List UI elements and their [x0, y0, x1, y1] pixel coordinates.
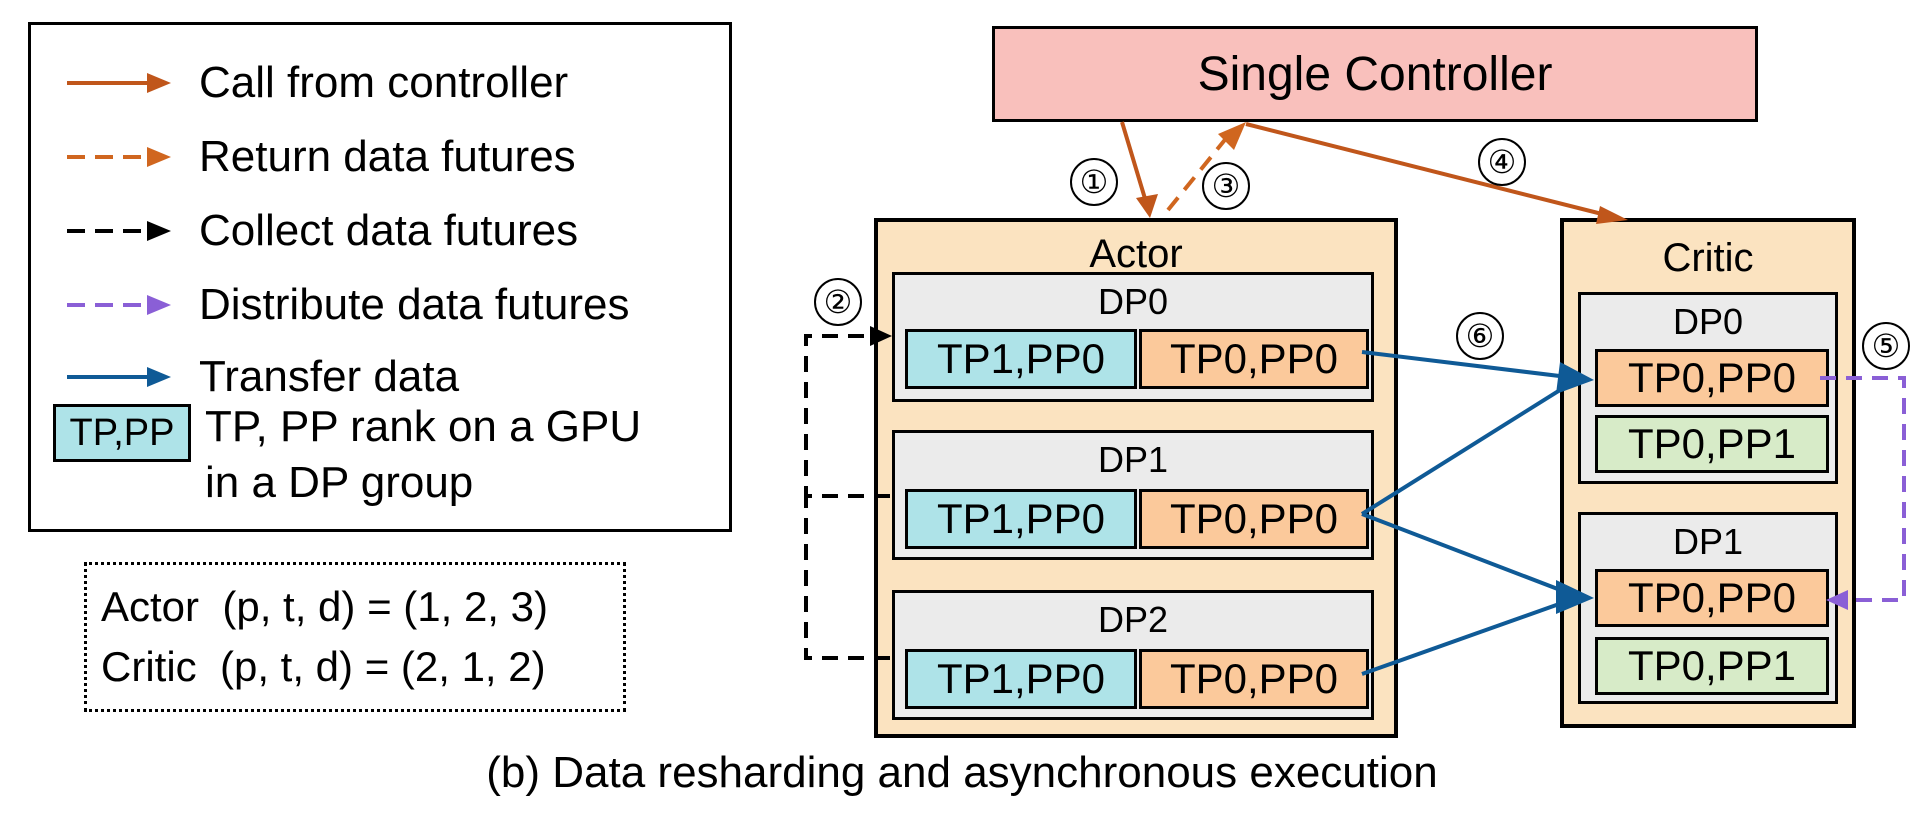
- actor-dp2-title: DP2: [1097, 599, 1169, 640]
- legend-item-distribute: Distribute data futures: [31, 275, 629, 335]
- solid-brown-arrow-icon: [67, 73, 171, 93]
- critic-config: Critic (p, t, d) = (2, 1, 2): [101, 643, 546, 690]
- transfer-arrow-dp2: [1361, 596, 1577, 676]
- step-4-marker: ④: [1478, 138, 1526, 186]
- legend-item-transfer: Transfer data: [31, 347, 459, 407]
- critic-title: Critic: [1662, 236, 1754, 280]
- legend-item-call: Call from controller: [31, 53, 568, 113]
- call-arrow-critic-head: [1596, 206, 1628, 224]
- legend-label-collect: Collect data futures: [199, 206, 579, 255]
- actor-config: Actor (p, t, d) = (1, 2, 3): [101, 583, 548, 630]
- call-arrow-actor-head: [1136, 194, 1158, 218]
- critic-dp0-gpu-0: TP0,PP0: [1595, 349, 1829, 407]
- step-1-marker: ①: [1070, 158, 1118, 206]
- actor-dp2-gpu-1: TP0,PP0: [1139, 649, 1369, 709]
- legend-item-return: Return data futures: [31, 127, 576, 187]
- return-arrow: [1166, 134, 1230, 212]
- critic-dp1-title: DP1: [1672, 521, 1744, 562]
- critic-dp0-gpu-1: TP0,PP1: [1595, 415, 1829, 473]
- critic-dp0-title: DP0: [1672, 301, 1744, 342]
- actor-dp1-title: DP1: [1097, 439, 1169, 480]
- return-arrow-head: [1218, 122, 1246, 150]
- distribute-arrow-head: [1826, 590, 1848, 610]
- critic-dp1-gpu-1: TP0,PP1: [1595, 637, 1829, 695]
- actor-dp2: DP2 TP1,PP0 TP0,PP0: [892, 590, 1374, 720]
- gpu-swatch-desc-line1: TP, PP rank on a GPU: [205, 402, 642, 451]
- collect-arrow-dp1: [804, 334, 890, 498]
- collect-arrow-head: [870, 326, 892, 346]
- actor-dp1: DP1 TP1,PP0 TP0,PP0: [892, 430, 1374, 560]
- transfer-arrow-head-dp1: [1556, 580, 1594, 614]
- distribute-arrow: [1820, 376, 1906, 602]
- critic-dp1-gpu-0: TP0,PP0: [1595, 569, 1829, 627]
- actor-dp0-gpu-1: TP0,PP0: [1139, 329, 1369, 389]
- legend-item-collect: Collect data futures: [31, 201, 578, 261]
- step-3-marker: ③: [1202, 162, 1250, 210]
- step-2-marker: ②: [814, 278, 862, 326]
- single-controller-box: Single Controller: [992, 26, 1758, 122]
- transfer-arrow-dp1-a: [1360, 378, 1578, 516]
- transfer-arrow-dp0: [1361, 350, 1577, 380]
- actor-dp0-gpu-0: TP1,PP0: [905, 329, 1137, 389]
- collect-arrow-dp2: [804, 496, 890, 660]
- actor-title: Actor: [1089, 232, 1183, 276]
- parallelism-config-box: Actor (p, t, d) = (1, 2, 3) Critic (p, t…: [84, 562, 626, 712]
- actor-dp2-gpu-0: TP1,PP0: [905, 649, 1137, 709]
- gpu-swatch: TP,PP: [53, 404, 191, 462]
- step-6-marker: ⑥: [1456, 312, 1504, 360]
- legend-box: Call from controller Return data futures…: [28, 22, 732, 532]
- legend-label-call: Call from controller: [199, 58, 569, 107]
- call-arrow-critic: [1245, 122, 1611, 218]
- critic-dp1: DP1 TP0,PP0 TP0,PP1: [1578, 512, 1838, 704]
- dashed-black-arrow-icon: [67, 221, 171, 241]
- call-arrow-actor: [1120, 121, 1148, 203]
- step-5-marker: ⑤: [1862, 322, 1910, 370]
- legend-label-distribute: Distribute data futures: [199, 280, 630, 329]
- dashed-orange-arrow-icon: [67, 147, 171, 167]
- gpu-swatch-desc-line2: in a DP group: [205, 458, 474, 507]
- legend-label-return: Return data futures: [199, 132, 576, 181]
- actor-dp0: DP0 TP1,PP0 TP0,PP0: [892, 272, 1374, 402]
- actor-dp0-title: DP0: [1097, 281, 1169, 322]
- actor-dp1-gpu-1: TP0,PP0: [1139, 489, 1369, 549]
- dashed-purple-arrow-icon: [67, 295, 171, 315]
- transfer-arrow-head-dp0: [1556, 362, 1594, 394]
- solid-blue-arrow-icon: [67, 367, 171, 387]
- transfer-arrow-dp1-b: [1361, 512, 1577, 598]
- critic-dp0: DP0 TP0,PP0 TP0,PP1: [1578, 292, 1838, 484]
- gpu-swatch-description: TP, PP rank on a GPU in a DP group: [205, 399, 641, 511]
- legend-label-transfer: Transfer data: [199, 352, 460, 401]
- actor-dp1-gpu-0: TP1,PP0: [905, 489, 1137, 549]
- figure-caption: (b) Data resharding and asynchronous exe…: [486, 748, 1438, 797]
